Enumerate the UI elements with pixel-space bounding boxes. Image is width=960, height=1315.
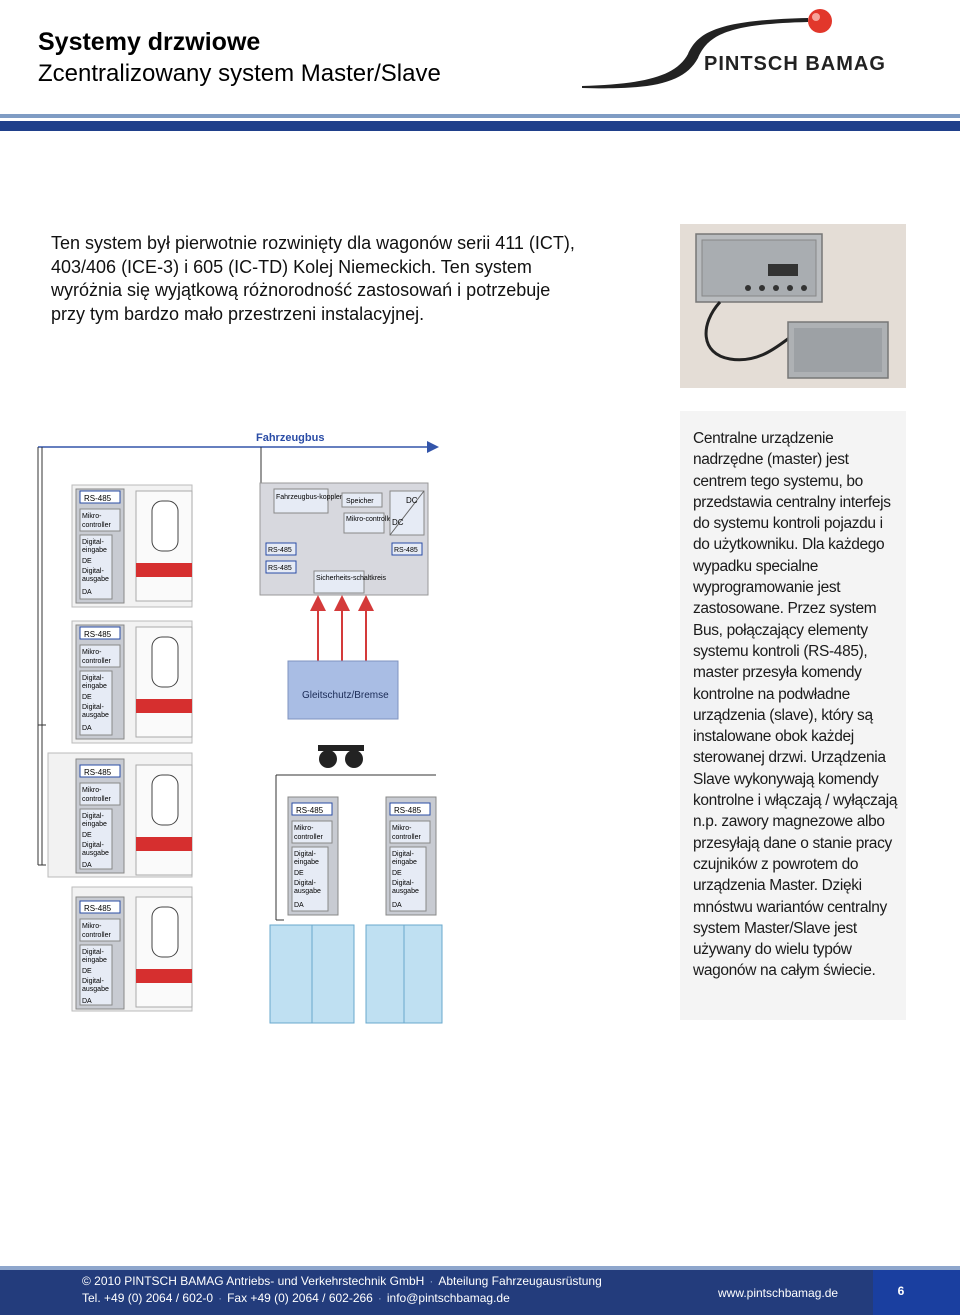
svg-text:DA: DA [82, 998, 92, 1005]
master-unit: Fahrzeugbus-koppler Speicher Mikro-contr… [259, 482, 429, 596]
svg-text:RS-485: RS-485 [84, 630, 112, 639]
bus-label: Fahrzeugbus [256, 432, 324, 444]
svg-text:eingabe: eingabe [392, 859, 417, 866]
svg-text:eingabe: eingabe [82, 957, 107, 964]
svg-text:Digital-: Digital- [82, 949, 104, 956]
slave-left-1: RS-485 Mikro- controller Digital- eingab… [71, 484, 193, 608]
svg-text:DA: DA [82, 862, 92, 869]
svg-text:ausgabe: ausgabe [392, 888, 419, 895]
svg-text:eingabe: eingabe [82, 821, 107, 828]
svg-text:RS-485: RS-485 [296, 806, 324, 815]
svg-text:Digital-: Digital- [392, 880, 414, 887]
svg-text:Mikro-: Mikro- [82, 513, 102, 520]
svg-text:DE: DE [82, 694, 92, 701]
device-photo [680, 224, 906, 388]
footer-email-link[interactable]: info@pintschbamag.de [386, 1291, 510, 1305]
svg-text:RS-485: RS-485 [394, 547, 418, 554]
svg-text:controller: controller [82, 796, 111, 803]
svg-text:Digital-: Digital- [392, 851, 414, 858]
svg-text:Digital-: Digital- [82, 813, 104, 820]
svg-text:RS-485: RS-485 [268, 565, 292, 572]
footer-line-1: © 2010 PINTSCH BAMAG Antriebs- und Verke… [82, 1274, 602, 1288]
footer-department: Abteilung Fahrzeugausrüstung [438, 1274, 602, 1288]
svg-text:Sicherheits-schaltkreis: Sicherheits-schaltkreis [316, 575, 387, 582]
svg-text:Digital-: Digital- [82, 675, 104, 682]
svg-text:RS-485: RS-485 [84, 768, 112, 777]
svg-text:eingabe: eingabe [82, 547, 107, 554]
pintsch-bamag-logo: PINTSCH BAMAG [582, 9, 886, 89]
svg-text:controller: controller [294, 834, 323, 841]
svg-text:Fahrzeugbus-koppler: Fahrzeugbus-koppler [276, 494, 343, 501]
footer-line-2: Tel. +49 (0) 2064 / 602-0·Fax +49 (0) 20… [82, 1291, 510, 1305]
svg-text:controller: controller [392, 834, 421, 841]
svg-text:PINTSCH BAMAG: PINTSCH BAMAG [704, 53, 886, 75]
svg-text:Digital-: Digital- [294, 851, 316, 858]
svg-text:RS-485: RS-485 [84, 494, 112, 503]
svg-text:DA: DA [82, 589, 92, 596]
page-number: 6 [897, 1284, 905, 1298]
svg-text:DE: DE [82, 968, 92, 975]
svg-text:Digital-: Digital- [82, 704, 104, 711]
page-number-box [873, 1270, 960, 1315]
slave-left-2: RS-485 Mikro- controller Digital- eingab… [71, 620, 193, 744]
svg-text:DC: DC [406, 496, 418, 505]
svg-text:DE: DE [392, 870, 402, 877]
svg-text:DE: DE [82, 832, 92, 839]
slave-left-4: RS-485 Mikro- controller Digital- eingab… [71, 886, 193, 1012]
svg-text:RS-485: RS-485 [268, 547, 292, 554]
page-title: Systemy drzwiowe [38, 28, 261, 56]
svg-text:Mikro-: Mikro- [392, 825, 412, 832]
brake-unit: Gleitschutz/Bremse [287, 660, 399, 768]
svg-text:Mikro-: Mikro- [82, 787, 102, 794]
svg-text:Mikro-: Mikro- [82, 923, 102, 930]
footer-website-link[interactable]: www.pintschbamag.de [718, 1286, 839, 1300]
svg-text:ausgabe: ausgabe [82, 576, 109, 583]
svg-text:controller: controller [82, 522, 111, 529]
svg-text:ausgabe: ausgabe [82, 850, 109, 857]
page-subtitle: Zcentralizowany system Master/Slave [38, 60, 441, 87]
svg-text:DC: DC [392, 518, 404, 527]
slave-door-2: RS-485 Mikro- controller Digital- eingab… [365, 796, 443, 1024]
svg-text:ausgabe: ausgabe [82, 986, 109, 993]
slave-door-1: RS-485 Mikro- controller Digital- eingab… [269, 796, 355, 1024]
slave-left-3: RS-485 Mikro- controller Digital- eingab… [47, 752, 193, 878]
svg-text:Digital-: Digital- [82, 842, 104, 849]
svg-text:DA: DA [82, 725, 92, 732]
header-rule-dark [0, 121, 960, 131]
svg-text:DE: DE [294, 870, 304, 877]
svg-text:controller: controller [82, 932, 111, 939]
svg-text:Mikro-: Mikro- [82, 649, 102, 656]
svg-text:Digital-: Digital- [82, 978, 104, 985]
description-box [680, 411, 906, 1020]
svg-text:DA: DA [392, 902, 402, 909]
header-rule-light [0, 114, 960, 118]
svg-text:Mikro-controller: Mikro-controller [346, 516, 395, 523]
svg-text:controller: controller [82, 658, 111, 665]
svg-text:Digital-: Digital- [294, 880, 316, 887]
svg-text:DE: DE [82, 558, 92, 565]
svg-text:ausgabe: ausgabe [82, 712, 109, 719]
svg-text:eingabe: eingabe [294, 859, 319, 866]
svg-text:Mikro-: Mikro- [294, 825, 314, 832]
intro-paragraph: Ten system był pierwotnie rozwinięty dla… [51, 233, 575, 324]
footer-fax: Fax +49 (0) 2064 / 602-266 [227, 1291, 373, 1305]
svg-text:Gleitschutz/Bremse: Gleitschutz/Bremse [302, 690, 389, 701]
footer-copyright: © 2010 PINTSCH BAMAG Antriebs- und Verke… [82, 1274, 425, 1288]
svg-text:Digital-: Digital- [82, 568, 104, 575]
svg-text:RS-485: RS-485 [84, 904, 112, 913]
svg-text:DA: DA [294, 902, 304, 909]
footer-bar [0, 1266, 960, 1315]
svg-text:RS-485: RS-485 [394, 806, 422, 815]
master-slave-diagram: Fahrzeugbus RS-485 Mikro- controller Dig… [37, 432, 443, 1024]
system-description: Centralne urządzenie nadrzędne (master) … [693, 430, 898, 980]
svg-text:Digital-: Digital- [82, 539, 104, 546]
svg-text:Speicher: Speicher [346, 498, 374, 505]
svg-text:ausgabe: ausgabe [294, 888, 321, 895]
svg-text:eingabe: eingabe [82, 683, 107, 690]
footer-tel: Tel. +49 (0) 2064 / 602-0 [82, 1291, 214, 1305]
